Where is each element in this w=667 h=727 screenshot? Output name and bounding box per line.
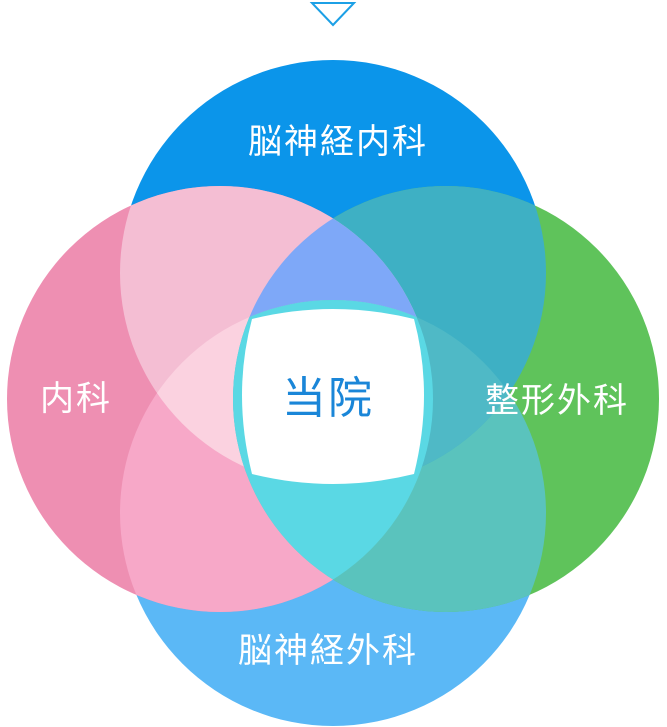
label-bottom: 脳神経外科: [238, 631, 418, 671]
center-region: [242, 309, 424, 484]
label-center: 当院: [282, 373, 374, 424]
label-top: 脳神経内科: [248, 122, 428, 162]
overlap-left-right-bottom: [233, 300, 433, 612]
overlap-top-left-right: [233, 186, 433, 486]
label-right: 整形外科: [485, 381, 629, 421]
triangle-down-icon: [309, 2, 357, 27]
label-left: 内科: [40, 379, 112, 419]
overlap-top-right-bottom: [233, 300, 546, 486]
overlap-top-left-bottom: [120, 300, 433, 486]
